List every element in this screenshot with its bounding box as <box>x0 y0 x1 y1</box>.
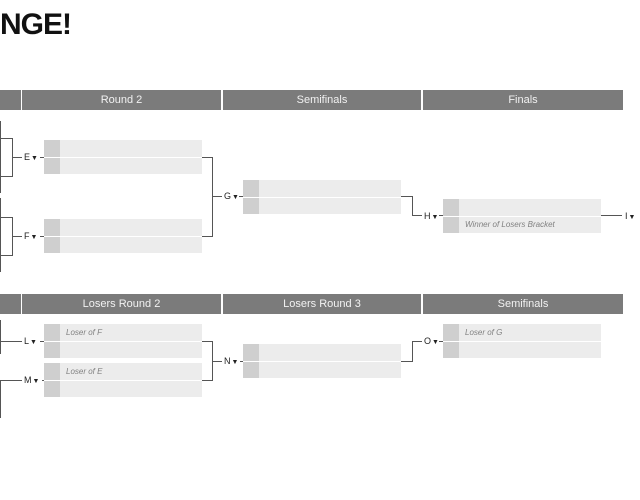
match-f[interactable] <box>44 219 202 253</box>
bracket-line <box>42 380 44 381</box>
header-stub-left-losers <box>0 294 21 314</box>
bracket-line <box>0 341 12 342</box>
bracket-line <box>0 380 1 418</box>
divider <box>443 341 601 342</box>
match-n[interactable] <box>243 344 401 378</box>
header-finals: Finals <box>423 90 623 110</box>
bracket-line <box>601 215 622 216</box>
match-g[interactable] <box>243 180 401 214</box>
caret-down-icon[interactable]: ▼ <box>628 214 636 221</box>
slot-loser-of-g: Loser of G <box>465 328 503 337</box>
match-o[interactable]: Loser of G <box>443 324 601 358</box>
bracket-line <box>202 341 213 342</box>
bracket-line <box>202 236 213 237</box>
header-losers-round-3: Losers Round 3 <box>223 294 421 314</box>
match-m[interactable]: Loser of E <box>44 363 202 397</box>
bracket-line <box>12 157 22 158</box>
bracket-line <box>0 138 12 139</box>
bracket-line <box>0 255 12 256</box>
divider <box>44 236 202 237</box>
bracket-line <box>0 320 1 354</box>
divider <box>443 216 601 217</box>
divider <box>44 380 202 381</box>
caret-down-icon[interactable]: ▼ <box>431 214 439 221</box>
page-title: NGE! <box>0 8 72 41</box>
header-losers-semifinals: Semifinals <box>423 294 623 314</box>
match-h[interactable]: Winner of Losers Bracket <box>443 199 601 233</box>
bracket-line <box>412 341 422 342</box>
match-label-o[interactable]: O▼ <box>424 336 439 346</box>
bracket-line <box>40 157 44 158</box>
bracket-line <box>212 157 213 237</box>
match-label-m[interactable]: M▼ <box>24 375 40 385</box>
bracket-line <box>239 196 243 197</box>
bracket-line <box>439 341 443 342</box>
bracket-line <box>240 361 243 362</box>
match-l[interactable]: Loser of F <box>44 324 202 358</box>
bracket-line <box>0 121 1 193</box>
bracket-line <box>202 380 213 381</box>
bracket-line <box>212 361 222 362</box>
caret-down-icon[interactable]: ▼ <box>231 359 239 366</box>
caret-down-icon[interactable]: ▼ <box>32 378 40 385</box>
bracket-line <box>12 380 22 381</box>
match-label-i[interactable]: I▼ <box>625 211 636 221</box>
bracket-line <box>439 215 443 216</box>
divider <box>44 157 202 158</box>
bracket-line <box>0 198 1 272</box>
bracket-line <box>0 217 12 218</box>
bracket-line <box>12 341 22 342</box>
slot-loser-of-f: Loser of F <box>66 328 103 337</box>
header-semifinals: Semifinals <box>223 90 421 110</box>
caret-down-icon[interactable]: ▼ <box>432 339 439 346</box>
match-label-l[interactable]: L▼ <box>24 336 37 346</box>
bracket-line <box>12 236 22 237</box>
caret-down-icon[interactable]: ▼ <box>30 339 37 346</box>
header-round-2: Round 2 <box>22 90 221 110</box>
slot-winner-of-losers: Winner of Losers Bracket <box>465 220 555 229</box>
match-label-g[interactable]: G▼ <box>224 191 239 201</box>
bracket-line <box>40 341 44 342</box>
bracket-line <box>0 380 12 381</box>
slot-loser-of-e: Loser of E <box>66 367 103 376</box>
caret-down-icon[interactable]: ▼ <box>31 155 38 162</box>
header-stub-left <box>0 90 21 110</box>
bracket-line <box>401 361 413 362</box>
divider <box>243 361 401 362</box>
bracket-line <box>412 196 413 216</box>
divider <box>44 341 202 342</box>
match-label-f[interactable]: F▼ <box>24 231 38 241</box>
match-label-h[interactable]: H▼ <box>424 211 439 221</box>
divider <box>243 197 401 198</box>
bracket-line <box>412 341 413 362</box>
bracket-line <box>212 196 222 197</box>
bracket-line <box>0 176 12 177</box>
bracket-line <box>40 236 44 237</box>
caret-down-icon[interactable]: ▼ <box>30 234 38 241</box>
bracket-line <box>401 196 413 197</box>
bracket-line <box>202 157 213 158</box>
caret-down-icon[interactable]: ▼ <box>232 194 239 201</box>
bracket-line <box>412 215 422 216</box>
match-e[interactable] <box>44 140 202 174</box>
match-label-n[interactable]: N▼ <box>224 356 239 366</box>
header-losers-round-2: Losers Round 2 <box>22 294 221 314</box>
match-label-e[interactable]: E▼ <box>24 152 38 162</box>
